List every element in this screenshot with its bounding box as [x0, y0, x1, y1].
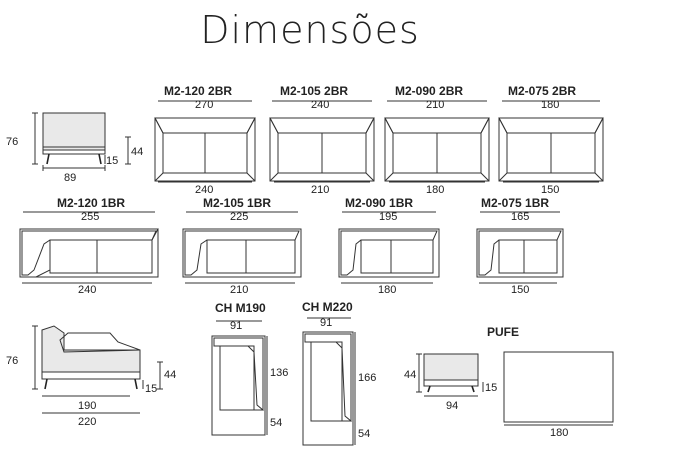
chaise-seat: 54 — [358, 428, 370, 440]
pufe-width-label: 94 — [446, 400, 458, 412]
armchair-seat-label: 44 — [131, 146, 143, 158]
model-name: M2-075 2BR — [508, 84, 576, 98]
top-width: 225 — [230, 211, 248, 223]
chaise-depth: 136 — [270, 367, 288, 379]
sofa-m2-075-2br: M2-075 2BR 180 150 — [498, 84, 604, 196]
sofa-m2-075-1br: M2-075 1BR 165 150 — [476, 196, 564, 296]
pufe: PUFE 44 15 94 180 — [404, 325, 614, 439]
model-name: M2-105 1BR — [203, 196, 271, 210]
chaise-seat: 54 — [270, 417, 282, 429]
chaise-width: 91 — [320, 317, 332, 329]
bottom-width: 210 — [230, 284, 248, 296]
chaise-width-190: 190 — [78, 400, 96, 412]
model-name: CH M220 — [302, 300, 353, 314]
bottom-width: 210 — [311, 184, 329, 196]
model-name: M2-120 1BR — [57, 196, 125, 210]
model-name: M2-120 2BR — [164, 84, 232, 98]
model-name: M2-090 2BR — [395, 84, 463, 98]
model-name: CH M190 — [215, 301, 266, 315]
sofa-m2-105-1br: M2-105 1BR 225 210 — [182, 196, 302, 296]
bottom-width: 150 — [541, 184, 559, 196]
sofa-m2-090-1br: M2-090 1BR 195 180 — [338, 196, 440, 296]
chaise-width: 91 — [230, 320, 242, 332]
top-width: 270 — [195, 99, 213, 111]
chaise-seat-label: 44 — [164, 369, 176, 381]
row-2br: M2-120 2BR 270 240 M2-105 2BR 240 210 — [154, 84, 604, 196]
top-width: 255 — [81, 211, 99, 223]
armchair-width-label: 89 — [64, 172, 76, 184]
armchair-side-view: 76 15 44 89 — [6, 112, 143, 184]
sofa-m2-120-1br: M2-120 1BR 255 240 — [19, 196, 159, 296]
chaise-height-label: 76 — [6, 355, 18, 367]
bottom-width: 240 — [78, 284, 96, 296]
bottom-width: 240 — [195, 184, 213, 196]
model-name: M2-090 1BR — [345, 196, 413, 210]
chaise-ch-m220: CH M220 91 166 54 — [302, 300, 376, 446]
armchair-height-label: 76 — [6, 136, 18, 148]
top-width: 195 — [379, 211, 397, 223]
row-1br: M2-120 1BR 255 240 M2-105 1BR 225 210 M2… — [19, 196, 564, 296]
sofa-m2-105-2br: M2-105 2BR 240 210 — [269, 84, 375, 196]
top-width: 165 — [511, 211, 529, 223]
chaise-ch-m190: CH M190 91 136 54 — [211, 301, 288, 436]
bottom-width: 150 — [511, 284, 529, 296]
chaise-width-220: 220 — [78, 416, 96, 428]
model-name: M2-075 1BR — [481, 196, 549, 210]
sofa-m2-120-2br: M2-120 2BR 270 240 — [154, 84, 256, 196]
model-name: M2-105 2BR — [280, 84, 348, 98]
pufe-height-label: 44 — [404, 369, 416, 381]
model-name: PUFE — [487, 325, 519, 339]
top-width: 240 — [311, 99, 329, 111]
top-width: 210 — [426, 99, 444, 111]
pufe-leg-label: 15 — [485, 382, 497, 394]
pufe-top-width: 180 — [550, 427, 568, 439]
armchair-leg-label: 15 — [106, 155, 118, 167]
chaise-side-view: 76 15 44 190 220 — [6, 325, 176, 428]
top-width: 180 — [541, 99, 559, 111]
bottom-width: 180 — [426, 184, 444, 196]
chaise-depth: 166 — [358, 372, 376, 384]
page-title: Dimensões — [200, 8, 420, 52]
chaise-leg-label: 15 — [145, 383, 157, 395]
sofa-m2-090-2br: M2-090 2BR 210 180 — [384, 84, 490, 196]
bottom-width: 180 — [378, 284, 396, 296]
